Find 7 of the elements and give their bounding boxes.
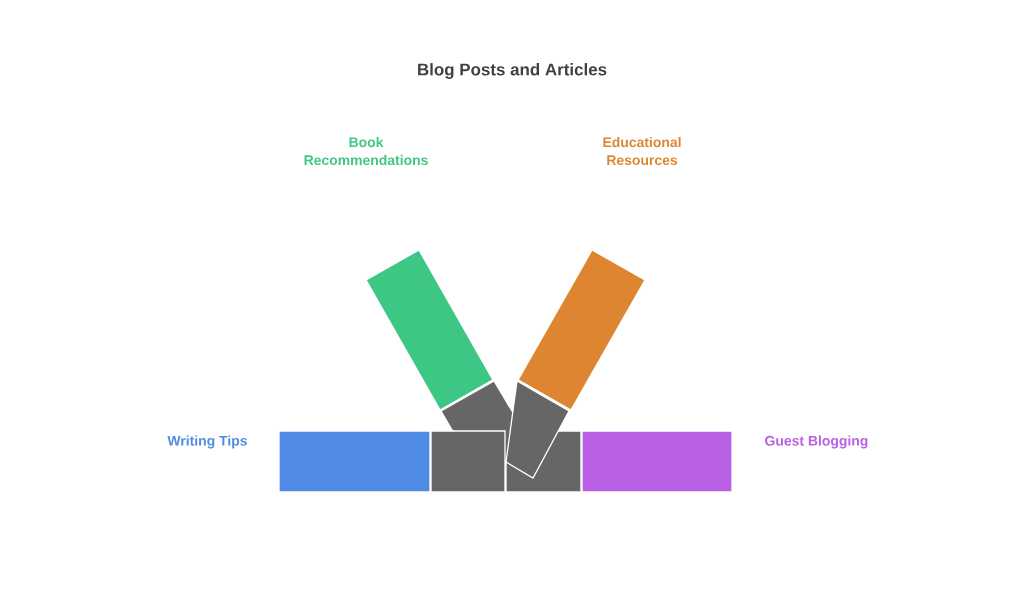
bar-label: Writing Tips (167, 435, 247, 449)
bar-label: Book Recommendations (304, 136, 428, 166)
bar (517, 249, 646, 411)
bar-label: Guest Blogging (765, 435, 868, 449)
title: Blog Posts and Articles (418, 63, 607, 79)
bar (365, 249, 494, 411)
bar-label: Educational Resources (603, 136, 681, 166)
